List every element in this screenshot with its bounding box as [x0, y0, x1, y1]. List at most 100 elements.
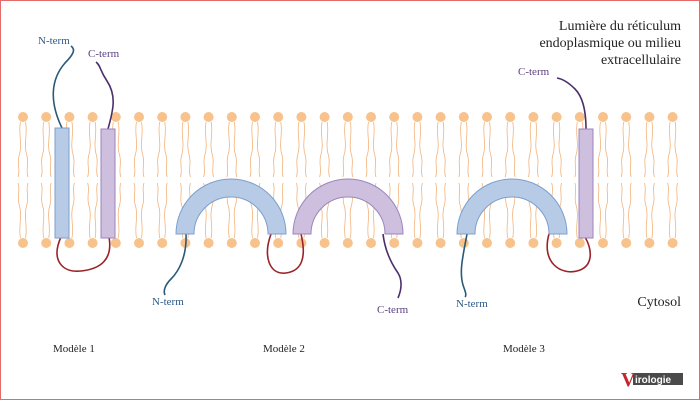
lipid-tail: [156, 121, 161, 178]
m1-cterm-tail: [95, 61, 114, 130]
lipid-head: [296, 238, 307, 248]
lipid-tail: [528, 121, 532, 178]
lipid-tail: [17, 121, 21, 178]
lipid-tail: [442, 121, 446, 178]
lipid-head: [458, 238, 469, 248]
lipid-tail: [535, 121, 539, 178]
lipid-head: [319, 112, 330, 122]
lipid-tail: [71, 121, 75, 178]
model-2: N-term C-term: [152, 178, 409, 316]
lipid-tail: [419, 121, 423, 178]
lipid-tail: [48, 182, 52, 239]
lipid-head: [528, 238, 539, 248]
lipid-head: [319, 238, 330, 248]
lipid-tail: [141, 121, 145, 178]
m3-arc-blue: [456, 178, 568, 235]
lipid-tail: [465, 121, 470, 178]
lipid-head: [505, 238, 516, 248]
lipid-tail: [87, 121, 91, 178]
lipid-tail: [365, 121, 369, 178]
m2-arc-purple: [292, 178, 404, 235]
lipid-tail: [667, 121, 671, 178]
m2-cterm-tail: [382, 233, 402, 299]
lipid-head: [134, 238, 144, 248]
lipid-head: [180, 112, 191, 122]
lipid-head: [366, 238, 376, 248]
m1-helix-blue: [54, 127, 70, 239]
model-1: N-term C-term: [38, 35, 120, 272]
lipid-tail: [117, 182, 122, 239]
lipid-tail: [187, 121, 191, 178]
lipid-tail: [597, 121, 601, 178]
lipid-head: [226, 112, 237, 122]
lipid-tail: [651, 182, 655, 239]
lipid-head: [250, 238, 260, 248]
m3-cterm-label: C-term: [518, 66, 550, 78]
lipid-tail: [489, 121, 493, 178]
model-1-title: Modèle 1: [53, 343, 95, 355]
lipid-tail: [620, 182, 625, 239]
lipid-head: [41, 112, 52, 122]
lipid-head: [342, 238, 353, 248]
lipid-tail: [605, 121, 609, 178]
lipid-tail: [644, 182, 648, 239]
logo-text: irologie: [635, 375, 672, 386]
lipid-tail: [180, 121, 184, 178]
lipid-tail: [412, 121, 416, 178]
lipid-tail: [574, 182, 578, 239]
m3-nterm-tail: [460, 233, 468, 298]
lipid-head: [87, 238, 98, 248]
lipid-tail: [40, 121, 45, 178]
lipid-tail: [40, 182, 45, 239]
lipid-head: [389, 112, 400, 122]
lipid-tail: [133, 182, 137, 239]
m1-cytosolic-loop: [56, 236, 111, 272]
lipid-head: [412, 112, 423, 122]
lipid-head: [157, 238, 168, 248]
lipid-head: [342, 112, 353, 122]
m2-nterm-tail: [163, 233, 187, 296]
lipid-head: [41, 238, 52, 248]
lipid-tail: [94, 182, 98, 239]
lipid-tail: [117, 121, 122, 178]
lipid-tail: [435, 121, 439, 178]
lipid-tail: [396, 121, 400, 178]
lipid-tail: [504, 121, 509, 178]
m1-helix-purple: [100, 128, 116, 239]
lipid-head: [598, 238, 608, 248]
m2-cterm-label: C-term: [377, 304, 409, 316]
lipid-head: [273, 238, 284, 248]
lipid-tail: [326, 121, 330, 178]
m1-nterm-label: N-term: [38, 35, 70, 47]
lipid-tail: [674, 182, 678, 239]
lipid-tail: [574, 121, 578, 178]
lumen-label-line-2: endoplasmique ou milieu: [539, 36, 681, 51]
lipid-tail: [319, 121, 323, 178]
lipid-head: [203, 112, 214, 122]
lipid-head: [621, 238, 632, 248]
lipid-tail: [419, 182, 423, 239]
lipid-head: [64, 238, 75, 248]
lipid-tail: [249, 121, 253, 178]
lipid-tail: [25, 182, 29, 239]
lipid-tail: [644, 121, 648, 178]
lipid-head: [203, 238, 214, 248]
lipid-tail: [388, 121, 393, 178]
model-3: N-term C-term: [456, 66, 594, 310]
lipid-tail: [342, 121, 346, 178]
lipid-head: [64, 112, 75, 122]
lipid-tail: [156, 182, 161, 239]
lipid-head: [273, 112, 284, 122]
lipid-tail: [203, 121, 207, 178]
m2-nterm-label: N-term: [152, 296, 184, 308]
lipid-tail: [667, 182, 671, 239]
lipid-tail: [257, 121, 261, 178]
lipid-head: [482, 112, 492, 122]
lipid-head: [505, 112, 516, 122]
lipid-head: [667, 112, 678, 122]
lipid-head: [574, 112, 585, 122]
lipid-head: [435, 238, 446, 248]
lipid-head: [621, 112, 632, 122]
lipid-tail: [87, 182, 91, 239]
